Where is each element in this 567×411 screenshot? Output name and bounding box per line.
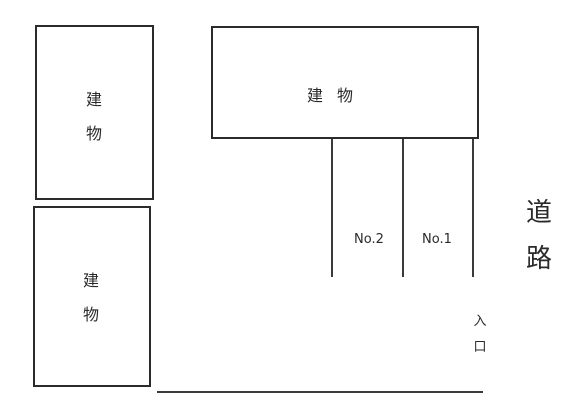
building-left-top: 建 物 [35,25,154,200]
parking-space-no1-label: No.1 [422,232,452,247]
building-left-bottom-char-2: 物 [82,305,99,324]
parking-divider-left [331,139,333,277]
building-left-bottom-char-1: 建 [82,271,99,290]
building-left-top-char-2: 物 [85,124,102,143]
parking-divider-middle [402,139,404,277]
boundary-line [157,391,483,393]
parking-space-no2-label: No.2 [354,232,384,247]
building-top-label: 建物 [307,86,368,105]
entrance-char-2: 口 [473,340,487,355]
road-char-2: 路 [525,244,552,274]
road-label: 道 路 [524,200,554,292]
building-top: 建物 [211,26,479,139]
road-char-1: 道 [525,198,552,228]
building-left-top-char-1: 建 [85,90,102,109]
parking-divider-right [472,139,474,277]
entrance-label: 入 口 [472,315,488,367]
building-left-bottom-label: 建 物 [81,273,101,341]
building-left-top-label: 建 物 [84,92,104,160]
building-left-bottom: 建 物 [33,206,151,387]
entrance-char-1: 入 [473,314,487,329]
